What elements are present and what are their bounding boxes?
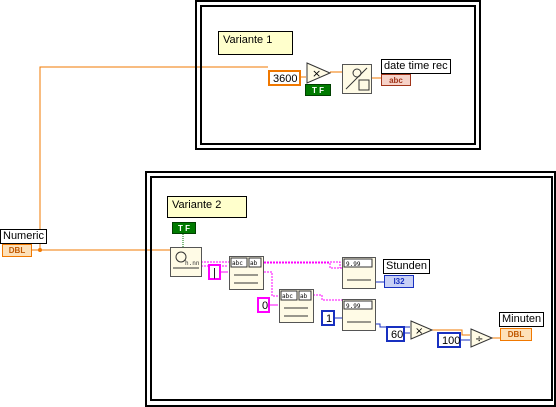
v2-separator-constant-2[interactable]: 0 (257, 297, 270, 313)
variant1-inner-frame (200, 5, 476, 145)
v2-string-wire-c (264, 262, 342, 269)
v2-scan-number-node-2[interactable]: 9.99 (342, 299, 376, 331)
svg-text:×: × (312, 67, 321, 80)
v2-minuten-indicator[interactable]: DBL (500, 328, 532, 341)
v2-string-wire-e (313, 294, 342, 301)
v2-minuten-label: Minuten (499, 312, 545, 327)
numeric-wire-v1 (39, 66, 268, 250)
v1-multiply-node[interactable]: × (306, 62, 331, 84)
v1-indicator-terminal[interactable]: abc (381, 74, 411, 86)
svg-text:h.nn: h.nn (185, 260, 200, 267)
v2-scan-number-node-1[interactable]: 9.99 (342, 257, 376, 289)
svg-text:abc: abc (232, 260, 243, 267)
v1-indicator-label: date time rec (381, 59, 451, 74)
wire-junction (38, 248, 42, 252)
v2-bool-constant[interactable]: T F (172, 222, 196, 234)
v2-separator-constant-1[interactable]: | (208, 264, 221, 280)
v2-stunden-label: Stunden (383, 259, 430, 274)
variant2-frame (145, 171, 556, 407)
v2-mult-out (432, 329, 470, 336)
v2-format-datetime-node[interactable]: h.nn (170, 247, 202, 277)
svg-text:9.99: 9.99 (346, 261, 361, 268)
svg-text:ab: ab (250, 260, 258, 267)
svg-text:÷: ÷ (475, 334, 483, 345)
v1-seconds-to-datetime-node[interactable] (342, 64, 372, 94)
v2-index-constant[interactable]: 1 (321, 310, 335, 326)
svg-text:ab: ab (300, 293, 308, 300)
v2-divide-node[interactable]: ÷ (470, 328, 493, 348)
v2-60-constant[interactable]: 60 (386, 326, 405, 342)
numeric-label: Numeric (0, 229, 47, 244)
v1-bool-constant[interactable]: T F (305, 84, 331, 96)
numeric-control-terminal[interactable]: DBL (2, 244, 32, 257)
variant2-inner-frame (150, 176, 553, 401)
svg-text:9.99: 9.99 (346, 303, 361, 310)
v2-string-wire-d (264, 271, 278, 297)
v1-3600-constant[interactable]: 3600 (268, 70, 301, 86)
v2-multiply-node[interactable]: × (410, 320, 433, 340)
variant1-frame (195, 0, 481, 150)
variant2-label: Variante 2 (167, 196, 247, 218)
v2-100-constant[interactable]: 100 (437, 332, 461, 348)
svg-text:abc: abc (282, 293, 293, 300)
variant1-label: Variante 1 (218, 31, 293, 55)
v2-stunden-indicator[interactable]: I32 (384, 275, 414, 288)
svg-text:×: × (415, 326, 423, 337)
